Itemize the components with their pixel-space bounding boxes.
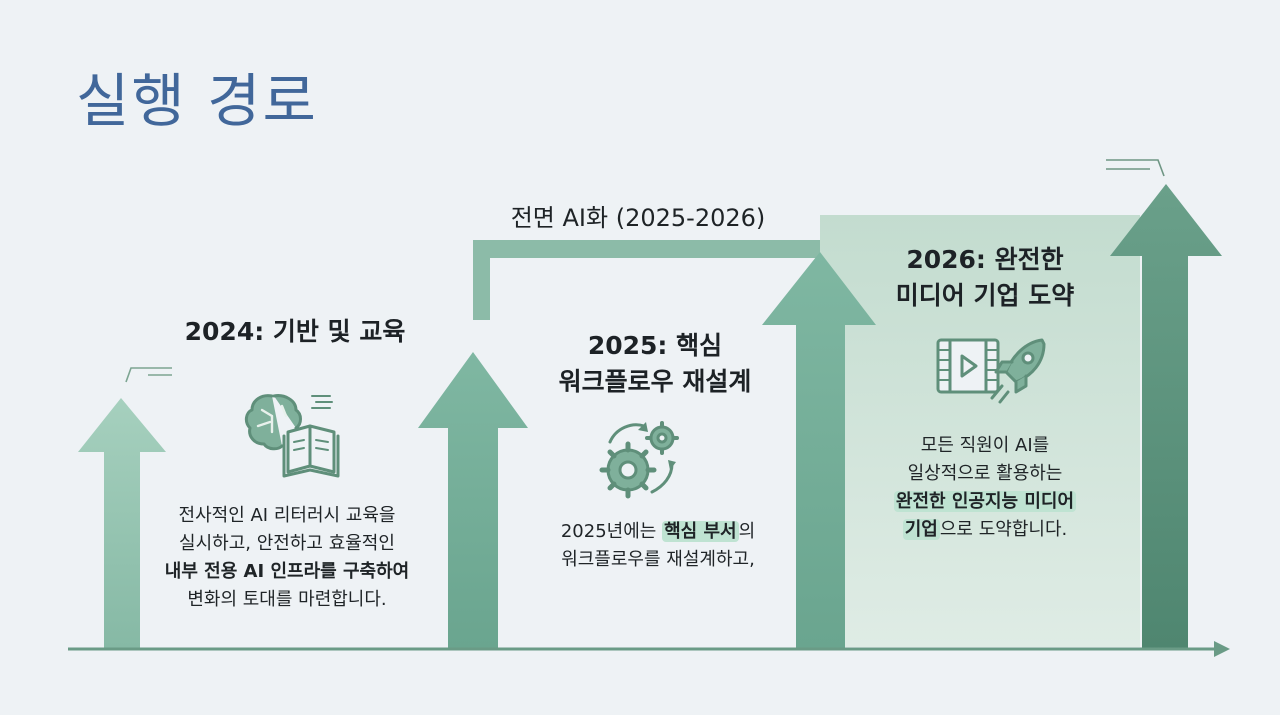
stage-2025-heading: 2025: 핵심 워크플로우 재설계 (510, 328, 800, 400)
stage-2025-frame (473, 240, 820, 320)
stage-2024-line-4: 변화의 토대를 마련합니다. (187, 589, 387, 610)
stage-2025-heading-line-2: 워크플로우 재설계 (558, 367, 752, 396)
page-title: 실행 경로 (76, 67, 318, 135)
stage-2026-line-2: 일상적으로 활용하는 (907, 463, 1063, 484)
stage-2025-line-1-prefix: 2025년에는 (560, 521, 663, 542)
stage-2026-highlight-2: 기업 (902, 519, 940, 540)
stage-2025-highlight: 핵심 부서 (662, 521, 739, 542)
stage-2025-line-2: 워크플로우를 재설계하고, (561, 549, 755, 570)
span-label: 전면 AI화 (2025-2026) (510, 204, 766, 232)
brain-book-icon (244, 394, 340, 478)
timeline-baseline (68, 641, 1230, 657)
stage-2026-heading-line-1: 2026: 완전한 (906, 245, 1064, 274)
arrow-2024 (78, 398, 166, 648)
film-rocket-icon (936, 338, 1046, 404)
stage-2025-heading-line-1: 2025: 핵심 (587, 331, 723, 360)
stage-2024-description: 전사적인 AI 리터러시 교육을 실시하고, 안전하고 효율적인 내부 전용 A… (142, 502, 432, 614)
stage-2024-line-2: 실시하고, 안전하고 효율적인 (179, 533, 395, 554)
stage-2024-heading: 2024: 기반 및 교육 (184, 317, 406, 346)
gears-cycle-icon (599, 421, 679, 499)
arrow-2025 (418, 352, 528, 648)
stage-2025-line-1-suffix: 의 (738, 521, 756, 542)
arrow-future (1110, 184, 1222, 648)
stage-2026-panel (820, 215, 1140, 647)
stage-2026-line-4-suffix: 으로 도약합니다. (939, 519, 1068, 540)
stage-2026-highlight-1: 완전한 인공지능 미디어 (893, 491, 1077, 512)
stage-2026-heading: 2026: 완전한 미디어 기업 도약 (850, 242, 1120, 314)
arrow-2026 (762, 252, 876, 648)
stage-2024-line-3: 내부 전용 AI 인프라를 구축하여 (164, 561, 410, 582)
stage-2026-line-1: 모든 직원이 AI를 (920, 435, 1050, 456)
stage-2026-heading-line-2: 미디어 기업 도약 (895, 281, 1075, 310)
stage-2024-line-1: 전사적인 AI 리터러시 교육을 (178, 505, 396, 526)
